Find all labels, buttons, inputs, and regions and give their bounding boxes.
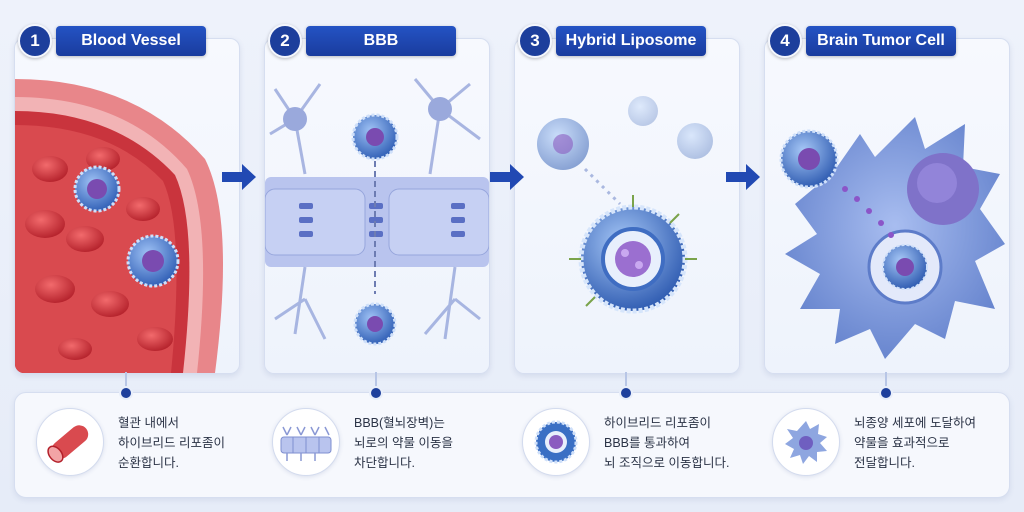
timeline-dot [619, 386, 633, 400]
step-title: BBB [306, 26, 456, 56]
tumor-cell-illustration [779, 117, 1005, 359]
connector-line [125, 372, 127, 390]
liposome-icon [522, 408, 590, 476]
step-description-3: 하이브리드 리포좀이 BBB를 통과하여 뇌 조직으로 이동합니다. [604, 416, 730, 470]
panel-brain-tumor-cell [764, 38, 1010, 374]
arrow-right-icon [726, 164, 760, 190]
connector-line [885, 372, 887, 390]
step-description-4: 뇌종양 세포에 도달하여 약물을 효과적으로 전달합니다. [854, 416, 976, 470]
step-description-1: 혈관 내에서 하이브리드 리포좀이 순환합니다. [118, 416, 225, 470]
tumor-cell-icon [772, 408, 840, 476]
timeline-dot [369, 386, 383, 400]
connector-line [625, 372, 627, 390]
liposome-illustration [537, 96, 713, 314]
step-number: 3 [518, 24, 552, 58]
step-title: Hybrid Liposome [556, 26, 706, 56]
step-badge-1: 1 Blood Vessel [18, 24, 208, 58]
panel-blood-vessel [14, 38, 240, 374]
step-number: 2 [268, 24, 302, 58]
step-number: 4 [768, 24, 802, 58]
bbb-cells-icon [272, 408, 340, 476]
panel-bbb [264, 38, 490, 374]
description-panel [14, 392, 1010, 498]
blood-vessel-illustration [15, 79, 223, 373]
arrow-right-icon [222, 164, 256, 190]
timeline-dot [119, 386, 133, 400]
blood-vessel-icon [36, 408, 104, 476]
step-description-2: BBB(혈뇌장벽)는 뇌로의 약물 이동을 차단합니다. [354, 416, 453, 470]
bbb-illustration [265, 78, 489, 346]
timeline-dot [879, 386, 893, 400]
step-badge-4: 4 Brain Tumor Cell [768, 24, 958, 58]
step-title: Blood Vessel [56, 26, 206, 56]
arrow-right-icon [490, 164, 524, 190]
step-badge-3: 3 Hybrid Liposome [518, 24, 708, 58]
step-number: 1 [18, 24, 52, 58]
step-badge-2: 2 BBB [268, 24, 458, 58]
connector-line [375, 372, 377, 390]
step-title: Brain Tumor Cell [806, 26, 956, 56]
panel-hybrid-liposome [514, 38, 740, 374]
